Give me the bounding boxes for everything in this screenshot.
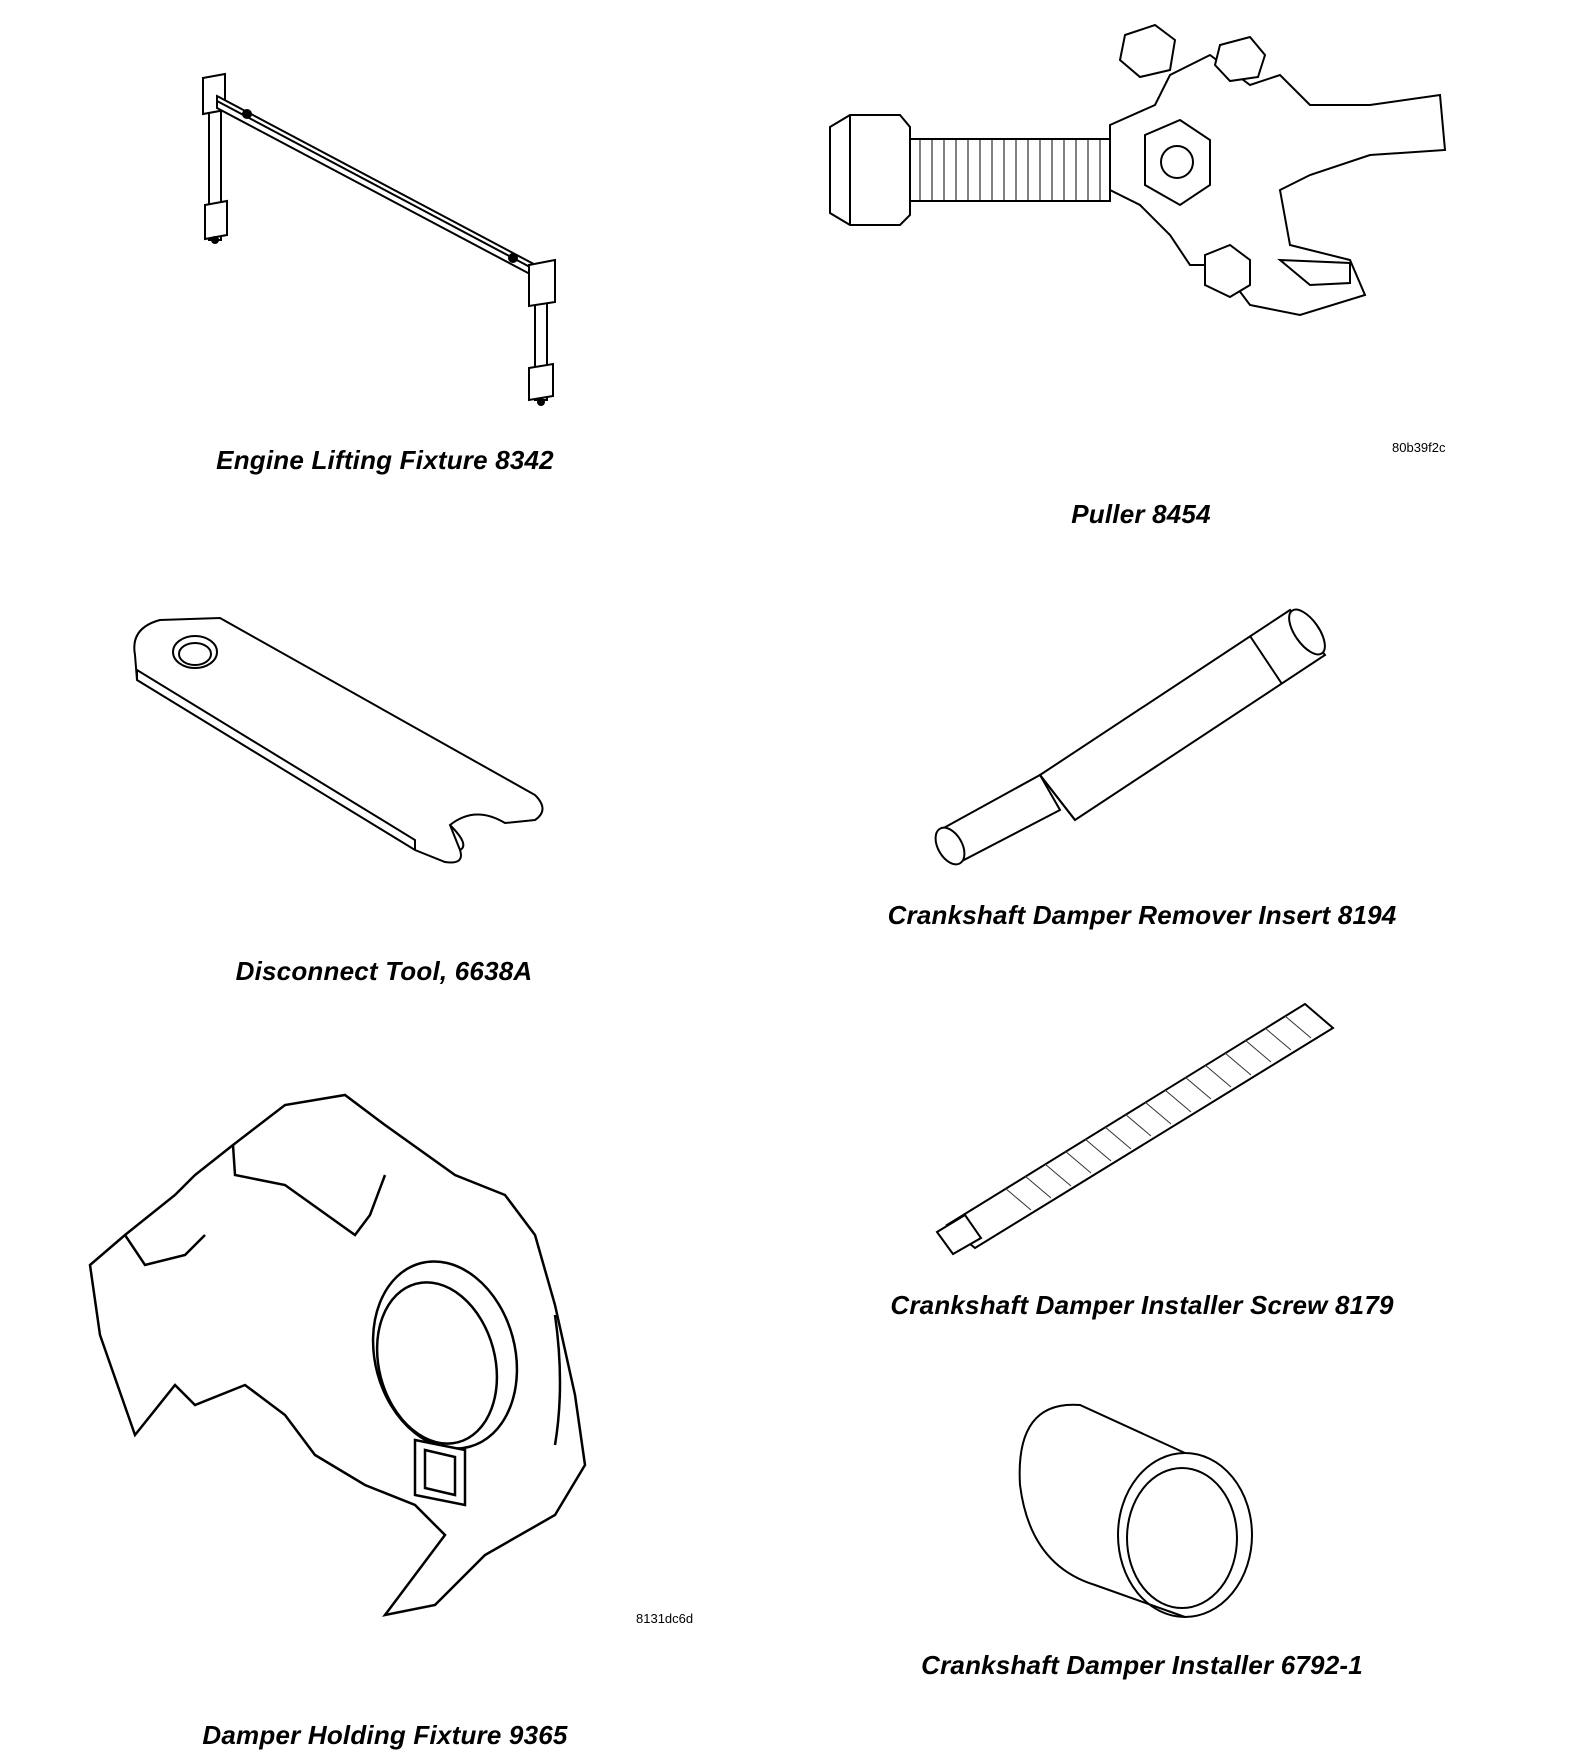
caption-disconnect-tool: Disconnect Tool, 6638A [235, 956, 533, 986]
caption-installer-screw: Crankshaft Damper Installer Screw 8179 [890, 1290, 1394, 1320]
caption-puller: Puller 8454 [1071, 499, 1211, 529]
engine-lifting-fixture-drawing [195, 70, 575, 415]
caption-damper-installer: Crankshaft Damper Installer 6792-1 [921, 1650, 1363, 1680]
remover-insert-drawing [930, 600, 1350, 870]
puller-drawing [810, 15, 1450, 325]
installer-screw-drawing [935, 1000, 1345, 1250]
caption-engine-lifting-fixture: Engine Lifting Fixture 8342 [216, 445, 554, 475]
figure-id-bottom: 8131dc6d [636, 1611, 694, 1626]
damper-installer-drawing [1010, 1395, 1260, 1625]
caption-damper-holding-fixture: Damper Holding Fixture 9365 [202, 1720, 568, 1750]
damper-holding-fixture-drawing [85, 1085, 665, 1625]
figure-id-top: 80b39f2c [1392, 440, 1446, 455]
disconnect-tool-drawing [125, 610, 555, 870]
caption-remover-insert: Crankshaft Damper Remover Insert 8194 [887, 900, 1397, 930]
